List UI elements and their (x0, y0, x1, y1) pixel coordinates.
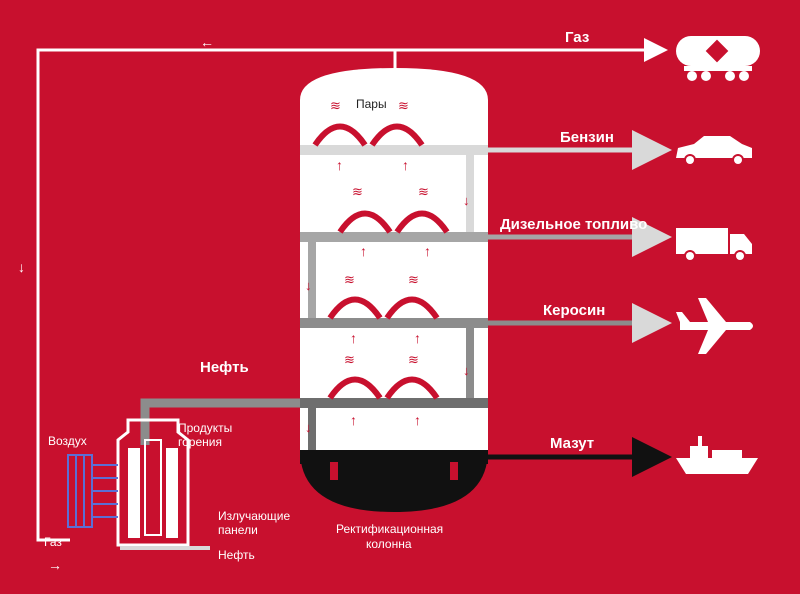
svg-text:↓: ↓ (305, 420, 312, 435)
svg-text:≋: ≋ (418, 184, 429, 199)
svg-text:≋: ≋ (398, 98, 409, 113)
tanker-wagon-icon (676, 36, 760, 81)
gas-inlet-label: Газ (44, 535, 62, 549)
svg-text:↑: ↑ (414, 330, 421, 346)
oil-feed-label: Нефть (200, 359, 249, 376)
bubble-caps (312, 123, 450, 400)
mazut-label: Мазут (550, 435, 594, 452)
svg-text:↑: ↑ (350, 412, 357, 428)
car-icon (676, 136, 752, 166)
oil-feed-pipe (140, 398, 300, 445)
svg-text:≋: ≋ (344, 352, 355, 367)
svg-text:↑: ↑ (360, 243, 367, 259)
svg-text:≋: ≋ (352, 184, 363, 199)
air-label: Воздух (48, 434, 87, 448)
svg-text:≋: ≋ (330, 98, 341, 113)
column-bottom-dome (300, 450, 488, 512)
oil-inlet-label: Нефть (218, 548, 255, 562)
radiant-label-1: Излучающие (218, 509, 290, 523)
svg-text:↑: ↑ (414, 412, 421, 428)
vapors-label: Пары (356, 97, 387, 111)
diesel-label: Дизельное топливо (500, 216, 647, 233)
trays: ↓ ↓ ↓ ↓ (300, 145, 488, 450)
benzin-label: Бензин (560, 129, 614, 146)
column-label-1: Ректификационная (336, 522, 443, 536)
ship-icon (676, 436, 758, 474)
svg-text:≋: ≋ (408, 352, 419, 367)
kerosene-label: Керосин (543, 302, 605, 319)
air-heat-exchanger (67, 454, 118, 528)
svg-text:↑: ↑ (336, 157, 343, 173)
radiant-label-2: панели (218, 523, 258, 537)
svg-text:≋: ≋ (408, 272, 419, 287)
svg-text:↓: ↓ (463, 363, 470, 378)
svg-text:↓: ↓ (18, 259, 25, 275)
furnace (116, 418, 210, 550)
combustion-label-1: Продукты (178, 421, 232, 435)
column-label-2: колонна (366, 537, 412, 551)
svg-text:↓: ↓ (305, 278, 312, 293)
svg-text:↑: ↑ (402, 157, 409, 173)
svg-text:←: ← (200, 34, 214, 50)
vapor-arrows: ↑ ↑ ↑ ↑ ↑ ↑ ↑ ↑ (336, 157, 431, 428)
gas-loop-line: ← ↓ → (18, 34, 668, 573)
svg-text:↓: ↓ (463, 193, 470, 208)
gas-output-label: Газ (565, 29, 589, 46)
combustion-label-2: горения (178, 435, 222, 449)
airplane-icon (676, 298, 753, 354)
svg-text:↑: ↑ (424, 243, 431, 259)
svg-text:≋: ≋ (344, 272, 355, 287)
steam-marks: ≋ ≋ ≋ ≋ ≋ ≋ ≋ ≋ (330, 98, 429, 367)
svg-text:↑: ↑ (350, 330, 357, 346)
distillation-column (300, 68, 488, 450)
truck-icon (676, 228, 752, 262)
svg-text:→: → (48, 557, 62, 573)
